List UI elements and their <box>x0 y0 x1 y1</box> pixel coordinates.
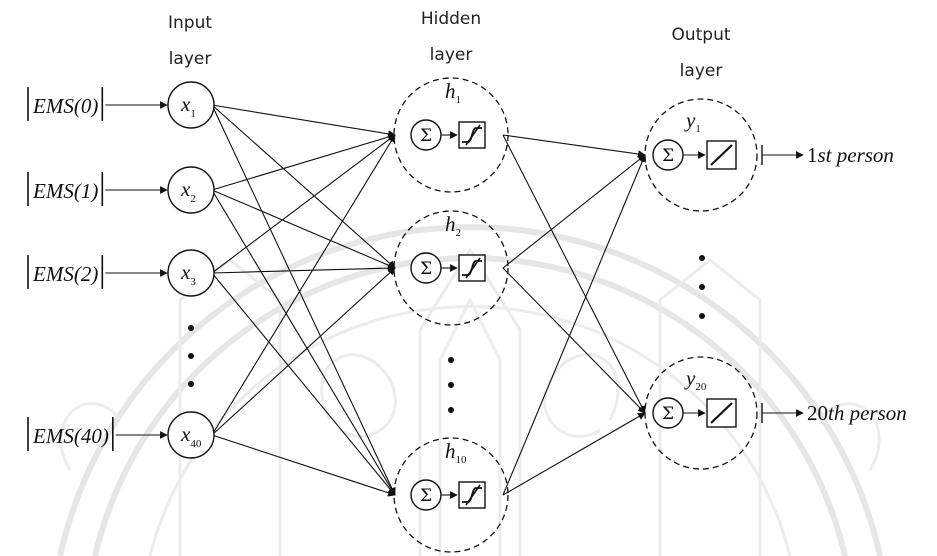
linear-slash <box>710 402 733 424</box>
input-node-1 <box>167 81 215 129</box>
input-node-label-4: x40 <box>180 422 202 450</box>
edge-input-2-to-hidden-3 <box>211 189 396 496</box>
input-unit-4: EMS(40) x40 <box>27 411 215 459</box>
hidden-neuron-boundary-1 <box>393 77 509 193</box>
input-label-2: EMS(1) <box>32 179 98 203</box>
input-layer-header-line1: Input <box>168 13 212 33</box>
input-node-label-3: x3 <box>180 260 196 288</box>
edge-hidden-3-to-output-2 <box>502 412 646 496</box>
edge-hidden-1-to-output-1 <box>502 134 646 158</box>
output-neuron-label-2: y20 <box>684 366 707 393</box>
hidden-layer-header-line2: layer <box>430 45 473 65</box>
output-neuron-boundary-1 <box>644 98 758 212</box>
edge-input-4-to-hidden-1 <box>211 134 396 436</box>
input-layer-header-line2: layer <box>169 49 212 69</box>
output-layer-header-line2: layer <box>680 61 723 81</box>
edge-hidden-2-to-output-2 <box>502 267 646 414</box>
hidden-ellipsis <box>448 357 454 413</box>
hidden-sum-symbol-1: Σ <box>420 126 432 146</box>
edge-input-2-to-hidden-2 <box>211 189 396 269</box>
output-neuron-label-1: y1 <box>684 108 701 135</box>
sigmoid-slash <box>465 484 481 506</box>
input-node-label-1: x1 <box>180 92 196 120</box>
edge-input-1-to-hidden-2 <box>211 104 396 269</box>
output-sum-symbol-2: Σ <box>662 404 674 424</box>
input-node-label-2: x2 <box>180 177 196 205</box>
edge-input-3-to-hidden-3 <box>211 272 396 496</box>
edge-input-1-to-hidden-3 <box>211 104 396 496</box>
edge-input-3-to-hidden-1 <box>211 134 396 274</box>
hidden-layer-header-line1: Hidden <box>421 9 481 29</box>
output-target-label-1: 1st person <box>807 143 894 167</box>
input-node-3 <box>167 249 215 297</box>
input-unit-1: EMS(0) x1 <box>27 81 215 129</box>
edge-input-4-to-hidden-2 <box>211 267 396 436</box>
output-layer-header-line1: Output <box>671 25 730 45</box>
edge-input-2-to-hidden-1 <box>211 133 396 191</box>
output-sum-symbol-1: Σ <box>662 146 674 166</box>
hidden-neuron-label-3: h10 <box>445 439 467 466</box>
input-unit-3: EMS(2) x3 <box>27 249 215 297</box>
input-ellipsis <box>188 325 194 387</box>
output-ellipsis <box>699 255 705 319</box>
hidden-neuron-boundary-2 <box>393 210 509 326</box>
hidden-sum-symbol-2: Σ <box>420 259 432 279</box>
connection-edges <box>211 104 646 497</box>
output-target-label-2: 20th person <box>807 401 907 425</box>
hidden-neuron-2: h2Σ <box>393 210 509 326</box>
input-label-4: EMS(40) <box>32 424 109 448</box>
hidden-neuron-boundary-3 <box>393 437 509 553</box>
edge-hidden-1-to-output-2 <box>502 134 646 414</box>
input-unit-2: EMS(1) x2 <box>27 166 215 214</box>
edge-input-3-to-hidden-2 <box>211 264 396 274</box>
layer-headers: Input layer Hidden layer Output layer <box>168 9 731 81</box>
edge-input-4-to-hidden-3 <box>211 434 396 497</box>
hidden-neuron-1: h1Σ <box>393 77 509 193</box>
input-label-3: EMS(2) <box>32 262 98 286</box>
input-node-2 <box>167 166 215 214</box>
edge-input-1-to-hidden-1 <box>211 104 396 138</box>
edge-hidden-3-to-output-1 <box>502 154 646 496</box>
output-neuron-boundary-2 <box>644 356 758 470</box>
input-label-1: EMS(0) <box>32 94 98 118</box>
edge-hidden-2-to-output-1 <box>502 154 646 269</box>
input-node-4 <box>167 411 215 459</box>
hidden-neuron-label-2: h2 <box>445 212 461 239</box>
sigmoid-slash <box>465 124 481 146</box>
output-neuron-1: y1Σ 1st person <box>644 98 894 212</box>
hidden-neuron-label-1: h1 <box>445 79 461 106</box>
linear-slash <box>710 144 733 166</box>
hidden-sum-symbol-3: Σ <box>420 486 432 506</box>
sigmoid-slash <box>465 257 481 279</box>
